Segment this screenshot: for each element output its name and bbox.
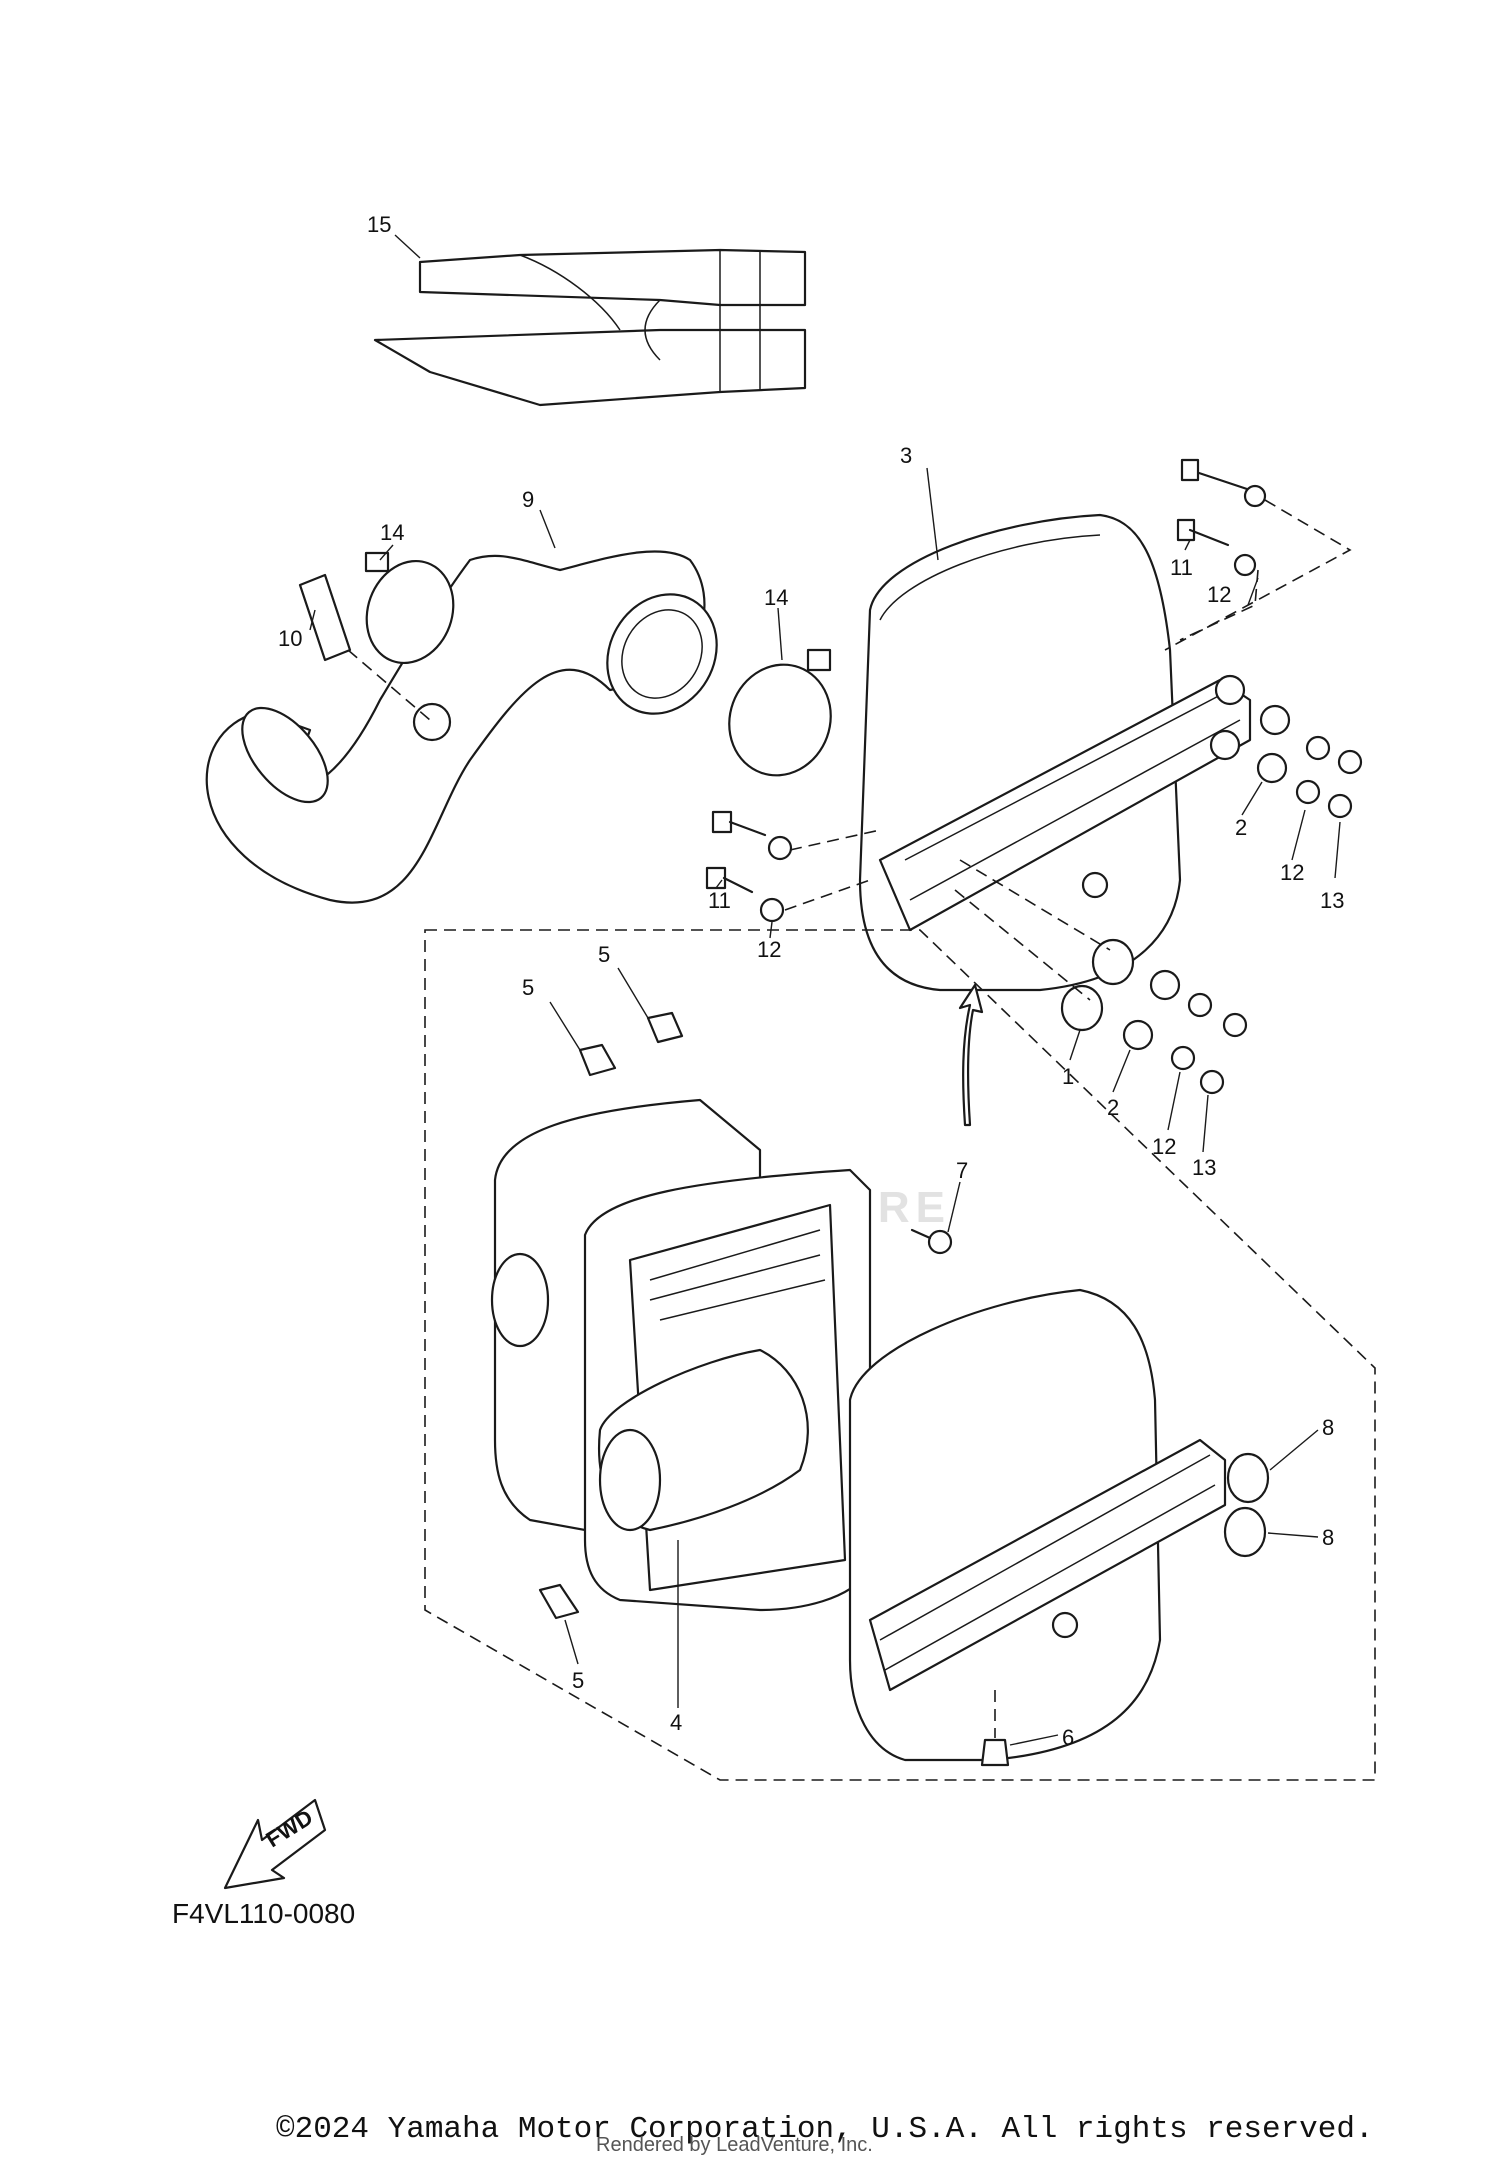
callout-2-lower: 2 <box>1107 1095 1119 1120</box>
hardware-left-bolts[interactable] <box>705 810 881 923</box>
callout-1: 1 <box>1062 1064 1074 1089</box>
hardware-lower-grommets[interactable] <box>954 859 1248 1095</box>
callout-11-upper: 11 <box>1170 555 1193 580</box>
fwd-arrow-icon: FWD <box>223 1798 327 1890</box>
callout-5-mid: 5 <box>598 942 610 967</box>
part-5-clips[interactable] <box>538 1011 684 1620</box>
diagram-code: F4VL110-0080 <box>172 1898 356 1929</box>
copyright-text: ©2024 Yamaha Motor Corporation, U.S.A. A… <box>276 2112 1374 2147</box>
callout-12-lower: 12 <box>1152 1134 1176 1159</box>
callout-9: 9 <box>522 487 534 512</box>
callout-15: 15 <box>367 212 391 237</box>
callout-14-lower: 14 <box>764 585 788 610</box>
hardware-upper-right[interactable] <box>1164 458 1363 819</box>
lower-airbox-cover[interactable] <box>848 1288 1227 1762</box>
callout-2-upper: 2 <box>1235 815 1247 840</box>
callout-12-upper: 12 <box>1207 582 1231 607</box>
leader-lines <box>309 234 1341 1746</box>
callout-7: 7 <box>956 1158 968 1183</box>
callout-labels: 15 3 9 14 14 10 11 12 2 12 13 11 12 5 5 … <box>278 212 1344 1750</box>
callout-11-lower: 11 <box>708 888 731 913</box>
callout-13-lower: 13 <box>1192 1155 1216 1180</box>
part-8-grommets[interactable] <box>1223 1452 1270 1558</box>
part-3-airbox-cover[interactable] <box>858 513 1252 992</box>
part-9-intake-duct[interactable] <box>205 550 738 904</box>
callout-13-upper: 13 <box>1320 888 1344 913</box>
callout-8-lower: 8 <box>1322 1525 1334 1550</box>
callout-6: 6 <box>1062 1725 1074 1750</box>
callout-3: 3 <box>900 443 912 468</box>
callout-12-right: 12 <box>1280 860 1304 885</box>
part-10-breather-fitting[interactable] <box>298 573 452 742</box>
assembly-arrow <box>958 983 984 1127</box>
part-14-clamp-lower[interactable] <box>714 648 846 790</box>
callout-8-upper: 8 <box>1322 1415 1334 1440</box>
part-6-drain-plug[interactable] <box>980 1690 1010 1767</box>
part-4-airbox-case-assembly[interactable] <box>490 1098 872 1612</box>
exploded-view-boundary <box>424 929 1376 1781</box>
callout-4: 4 <box>670 1710 682 1735</box>
callout-12-left: 12 <box>757 937 781 962</box>
callout-10: 10 <box>278 626 302 651</box>
rendered-by-text: Rendered by LeadVenture, Inc. <box>596 2134 873 2156</box>
callout-14-upper: 14 <box>380 520 404 545</box>
callout-5-bottom: 5 <box>572 1668 584 1693</box>
part-7-screw[interactable] <box>910 1228 953 1255</box>
callout-5-left: 5 <box>522 975 534 1000</box>
part-15-cover[interactable] <box>373 248 807 407</box>
